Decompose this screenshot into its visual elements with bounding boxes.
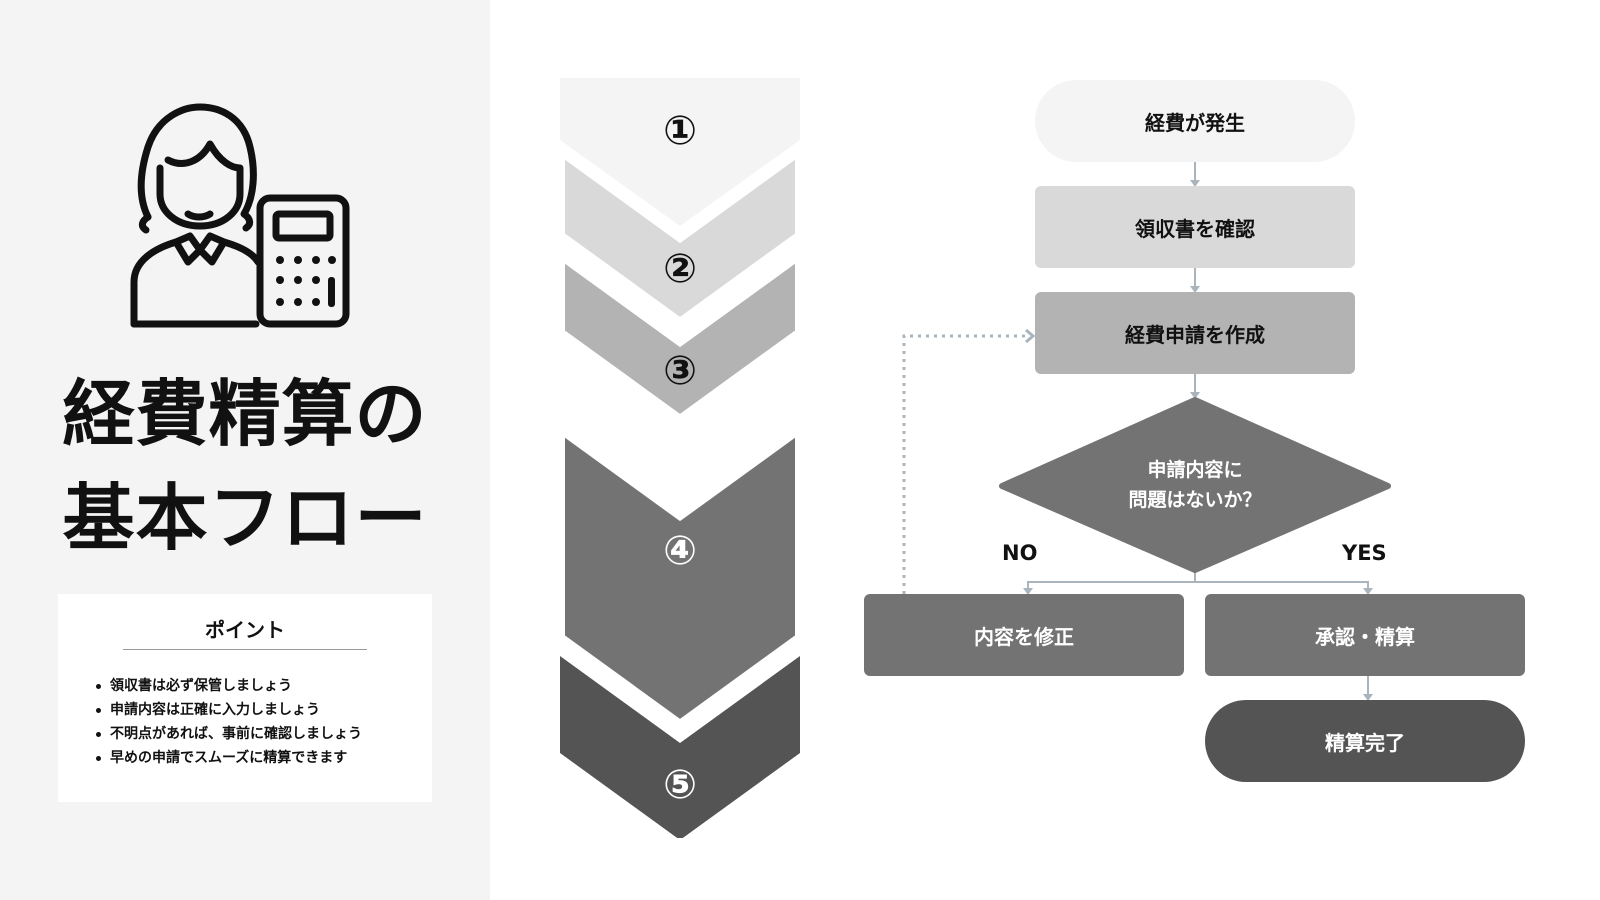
page-title-line1: 経費精算の xyxy=(62,372,428,456)
flow-node-settlement-complete: 精算完了 xyxy=(1205,700,1525,782)
step-number-3: ③ xyxy=(663,348,697,394)
point-item: 申請内容は正確に入力しましょう xyxy=(96,698,362,722)
left-panel: 経費精算の 基本フロー ポイント 領収書は必ず保管しましょう 申請内容は正確に入… xyxy=(0,0,490,900)
page-title-line2: 基本フロー xyxy=(62,476,428,560)
step-5-chevron xyxy=(560,656,800,838)
point-item: 早めの申請でスムーズに精算できます xyxy=(96,746,362,770)
flow-node-expense-occurs: 経費が発生 xyxy=(1035,80,1355,162)
points-card: ポイント 領収書は必ず保管しましょう 申請内容は正確に入力しましょう 不明点があ… xyxy=(58,594,432,802)
flow-node-approve-settle: 承認・精算 xyxy=(1205,594,1525,676)
points-heading: ポイント xyxy=(205,618,285,642)
points-list: 領収書は必ず保管しましょう 申請内容は正確に入力しましょう 不明点があれば、事前… xyxy=(96,674,362,770)
step-number-5: ⑤ xyxy=(663,762,697,808)
points-divider xyxy=(123,649,367,650)
point-item: 領収書は必ず保管しましょう xyxy=(96,674,362,698)
decision-diamond xyxy=(999,397,1391,573)
step-number-1: ① xyxy=(663,108,697,154)
person-with-calculator-icon xyxy=(130,103,350,328)
flow-node-create-application: 経費申請を作成 xyxy=(1035,292,1355,374)
step-2-chevron xyxy=(560,143,800,330)
step-3-chevron xyxy=(560,247,800,427)
step-4-chevron xyxy=(560,421,800,732)
flowchart-connectors xyxy=(902,162,1391,701)
flow-node-fix-content: 内容を修正 xyxy=(864,594,1184,676)
branch-label-no: NO xyxy=(1002,541,1038,565)
decision-text-line2: 問題はないか？ xyxy=(1128,489,1262,511)
flow-node-check-receipt: 領収書を確認 xyxy=(1035,186,1355,268)
branch-label-yes: YES xyxy=(1342,541,1387,565)
point-item: 不明点があれば、事前に確認しましょう xyxy=(96,722,362,746)
step-number-2: ② xyxy=(663,246,697,292)
step-chevrons: ① ② ③ ④ ⑤ xyxy=(560,78,800,838)
decision-text-line1: 申請内容に xyxy=(1147,459,1243,481)
flow-node-decision: 申請内容に 問題はないか？ xyxy=(1050,445,1340,525)
step-number-4: ④ xyxy=(663,528,697,574)
